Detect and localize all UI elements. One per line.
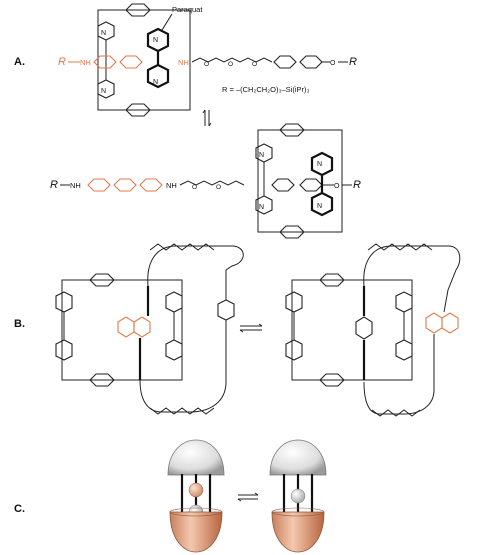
cyclophane-top: N N N N — [97, 3, 191, 117]
paraquat-annotation: Paraquat — [172, 5, 203, 14]
panel-label-b: B. — [14, 318, 25, 330]
svg-text:N: N — [153, 79, 158, 86]
paraquat-arrow — [161, 13, 173, 31]
svg-text:R: R — [58, 56, 66, 68]
catenane-left — [55, 243, 244, 415]
svg-text:N: N — [259, 204, 264, 211]
thread-bottom: R NH NH O O O R — [50, 178, 361, 192]
svg-text:N: N — [317, 203, 322, 210]
equilibrium-arrows-b — [239, 323, 263, 333]
svg-text:R: R — [349, 56, 357, 68]
svg-text:N: N — [259, 152, 264, 159]
svg-text:N: N — [317, 161, 322, 168]
svg-text:R: R — [50, 179, 58, 191]
equilibrium-arrows-c — [237, 492, 259, 502]
svg-text:NH: NH — [80, 58, 91, 67]
catenane-right — [285, 243, 461, 417]
svg-text:O: O — [216, 184, 221, 191]
svg-text:O: O — [252, 61, 257, 68]
svg-text:O: O — [228, 61, 233, 68]
svg-text:O: O — [204, 61, 209, 68]
svg-text:O: O — [334, 183, 340, 190]
svg-text:N: N — [153, 37, 158, 44]
molecular-elevator-right — [269, 439, 327, 553]
equilibrium-arrows-a — [202, 109, 212, 127]
panel-a: A. N N N N Paraquat R NH — [14, 3, 361, 239]
molecular-elevator-left — [167, 439, 225, 553]
cyclophane-bottom: N N N N — [255, 123, 343, 239]
panel-label-c: C. — [14, 503, 25, 515]
panel-b: B. — [14, 243, 461, 417]
svg-text:NH: NH — [178, 58, 189, 67]
svg-text:N: N — [101, 30, 106, 37]
r-definition: R = –(CH₂CH₂O)₃–Si(iPr)₃ — [222, 85, 310, 94]
panel-label-a: A. — [14, 56, 25, 68]
svg-text:R: R — [353, 179, 361, 191]
svg-text:N: N — [101, 88, 106, 95]
svg-text:O: O — [330, 60, 336, 67]
svg-text:NH: NH — [70, 181, 81, 190]
svg-text:O: O — [192, 184, 197, 191]
svg-text:NH: NH — [166, 181, 177, 190]
thread-top: R NH NH O O O O R — [58, 55, 357, 69]
panel-c: C. — [14, 439, 327, 553]
